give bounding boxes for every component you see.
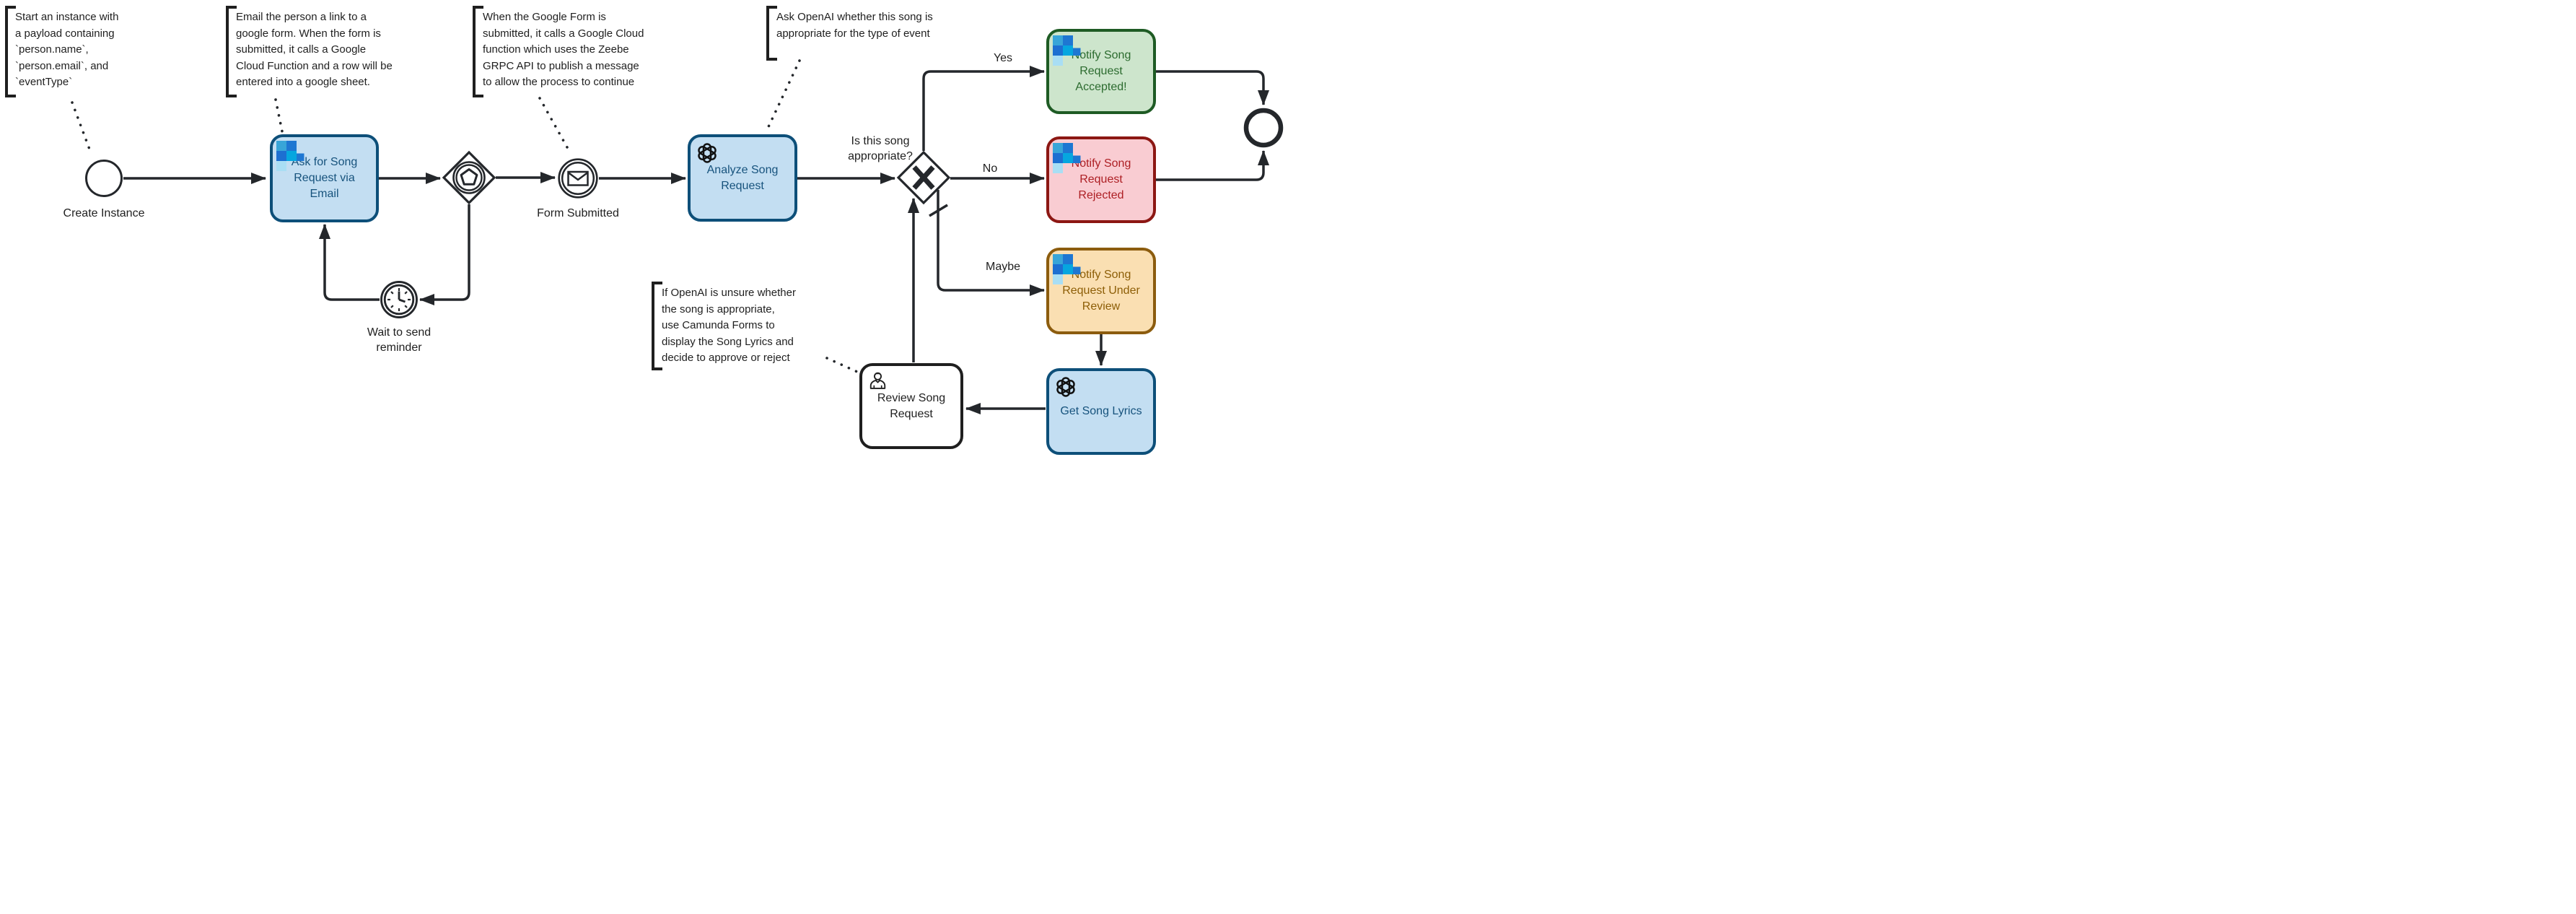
task-label: Get Song Lyrics: [1060, 405, 1142, 417]
annotation-openai-unsure: If OpenAI is unsure whether the song is …: [652, 282, 809, 370]
user-icon: [868, 370, 888, 390]
flow-gateway-to-timer[interactable]: [419, 204, 470, 305]
start-event-label: Create Instance: [63, 207, 145, 219]
connector-pixel-icon: [1053, 254, 1083, 284]
annotation-bracket: [5, 6, 16, 97]
task-review-song-request[interactable]: Review Song Request: [859, 363, 963, 449]
flow-timer-to-ask[interactable]: [319, 224, 380, 301]
bpmn-diagram: Start an instance with a payload contain…: [0, 0, 1288, 457]
timer-event[interactable]: [380, 280, 419, 319]
timer-event-label: Wait to send reminder: [367, 326, 431, 354]
annotation-bracket: [766, 6, 777, 61]
x-marker-icon: [912, 165, 935, 190]
exclusive-gateway[interactable]: [896, 150, 951, 205]
annotation-bracket: [226, 6, 237, 97]
task-ask-for-song-request[interactable]: Ask for Song Request via Email: [270, 134, 379, 222]
flow-maybe-default[interactable]: [929, 190, 1045, 296]
start-event[interactable]: [84, 159, 123, 198]
annotation-email-form: Email the person a link to a google form…: [226, 6, 415, 97]
flow-label-yes: Yes: [993, 52, 1013, 64]
pentagon-icon: [460, 168, 478, 186]
message-event-label: Form Submitted: [537, 207, 619, 219]
annotation-ask-openai: Ask OpenAI whether this song is appropri…: [766, 6, 955, 61]
task-analyze-song-request[interactable]: Analyze Song Request: [688, 134, 797, 222]
event-based-gateway[interactable]: [442, 150, 496, 205]
task-get-song-lyrics[interactable]: Get Song Lyrics: [1046, 368, 1156, 455]
flow-yes[interactable]: [922, 66, 1045, 151]
annotation-start-payload: Start an instance with a payload contain…: [5, 6, 149, 97]
flow-label-maybe: Maybe: [985, 261, 1021, 273]
annotation-text: Email the person a link to a google form…: [236, 11, 393, 88]
openai-icon: [1056, 377, 1076, 397]
task-notify-rejected[interactable]: Notify Song Request Rejected: [1046, 136, 1156, 223]
flow-label-no: No: [982, 162, 998, 175]
xor-gateway-label: Is this song appropriate?: [848, 135, 913, 162]
flow-accepted-to-end[interactable]: [1156, 70, 1269, 105]
connector-pixel-icon: [276, 141, 307, 171]
openai-icon: [697, 143, 717, 163]
annotation-form-cloud-function: When the Google Form is submitted, it ca…: [473, 6, 669, 97]
sequence-flows-layer: [71, 59, 1269, 414]
task-notify-accepted[interactable]: Notify Song Request Accepted!: [1046, 29, 1156, 114]
annotation-text: If OpenAI is unsure whether the song is …: [662, 287, 796, 364]
annotation-bracket: [652, 282, 662, 370]
flow-rejected-to-end[interactable]: [1156, 150, 1269, 181]
connector-pixel-icon: [1053, 143, 1083, 173]
annotation-text: Ask OpenAI whether this song is appropri…: [776, 11, 933, 40]
task-label: Notify Song Request Accepted!: [1071, 49, 1131, 93]
envelope-icon: [567, 170, 589, 186]
task-label: Review Song Request: [877, 391, 946, 420]
message-catch-event[interactable]: [557, 157, 599, 199]
gateway-outer-circle-icon: [452, 161, 486, 194]
clock-icon: [387, 288, 411, 311]
end-event[interactable]: [1243, 107, 1284, 149]
task-label: Ask for Song Request via Email: [291, 156, 358, 200]
default-flow-marker: [929, 204, 948, 217]
connector-pixel-icon: [1053, 35, 1083, 66]
annotation-text: Start an instance with a payload contain…: [15, 11, 119, 88]
annotation-connectors: [71, 59, 859, 373]
annotation-text: When the Google Form is submitted, it ca…: [483, 11, 644, 88]
task-notify-under-review[interactable]: Notify Song Request Under Review: [1046, 248, 1156, 334]
task-label: Analyze Song Request: [706, 163, 779, 192]
annotation-bracket: [473, 6, 483, 97]
